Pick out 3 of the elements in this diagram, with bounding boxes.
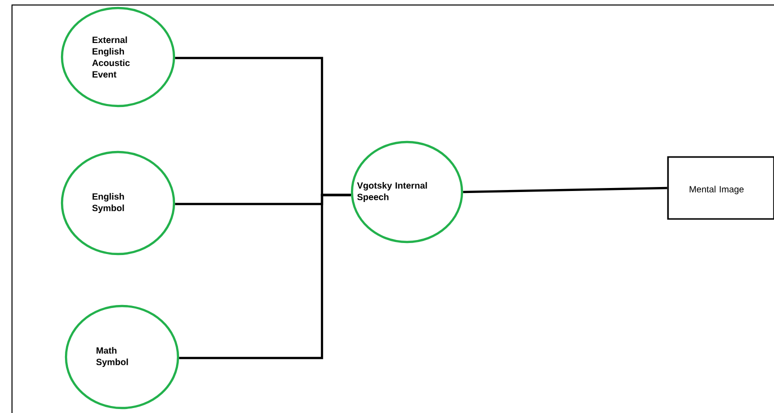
connector-line (179, 194, 351, 360)
image-box: Mental Image (667, 156, 774, 220)
connector-line (463, 186, 668, 194)
